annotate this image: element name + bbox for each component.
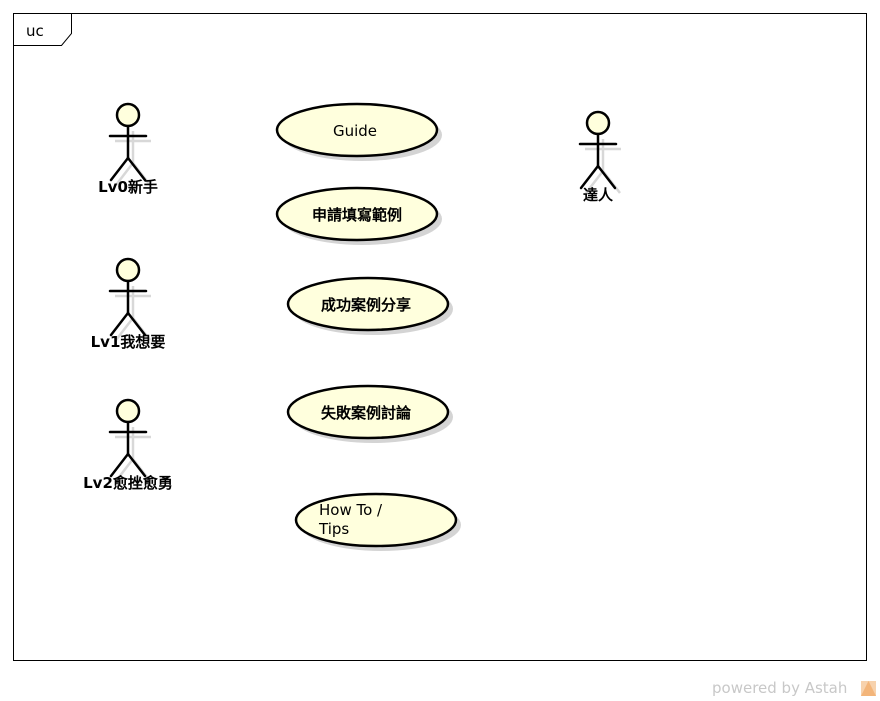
actor-left-leg	[109, 156, 130, 182]
actor-left-leg	[579, 164, 600, 190]
diagram-frame: uc	[13, 13, 867, 661]
actor-label: Lv0新手	[98, 178, 158, 196]
use-case-label: 申請填寫範例	[312, 206, 402, 224]
actor-lv1: Lv1我想要	[91, 257, 166, 351]
use-case-ellipse[interactable]	[294, 492, 458, 548]
actor-head	[115, 398, 141, 424]
actor-label: 達人	[583, 186, 614, 204]
actor-label: Lv1我想要	[91, 333, 166, 351]
actor-right-leg	[126, 311, 147, 337]
frame-border	[13, 13, 867, 661]
use-case-ellipse[interactable]	[286, 384, 450, 440]
use-case-label: Guide	[333, 122, 377, 140]
use-case-label: 失敗案例討論	[321, 404, 412, 422]
actor-lv2: Lv2愈挫愈勇	[83, 398, 173, 492]
frame-tab	[13, 13, 72, 46]
use-case-ellipse[interactable]	[275, 186, 439, 242]
actor-right-leg	[126, 452, 147, 478]
use-case-success[interactable]: 成功案例分享	[286, 276, 453, 335]
use-case-howto[interactable]: How To /Tips	[294, 492, 461, 551]
use-case-guide[interactable]: Guide	[275, 102, 442, 161]
frame-label: uc	[26, 22, 44, 40]
actor-right-leg	[596, 164, 617, 190]
actor-head	[115, 102, 141, 128]
use-case-ellipse[interactable]	[275, 102, 439, 158]
astah-logo-icon	[861, 681, 876, 696]
actor-head	[115, 257, 141, 283]
actor-right-leg	[126, 156, 147, 182]
actor-lv0: Lv0新手	[98, 102, 158, 196]
use-case-label: 成功案例分享	[321, 296, 411, 314]
use-case-ellipse[interactable]	[286, 276, 450, 332]
use-case-failure[interactable]: 失敗案例討論	[286, 384, 453, 443]
actor-left-leg	[109, 311, 130, 337]
watermark-text: powered by Astah	[712, 679, 847, 697]
use-case-label: How To /	[319, 501, 383, 519]
use-case-form[interactable]: 申請填寫範例	[275, 186, 442, 245]
watermark: powered by Astah	[712, 679, 876, 697]
actor-expert: 達人	[578, 110, 621, 204]
use-case-label: Tips	[318, 520, 349, 538]
actor-head	[585, 110, 611, 136]
actor-left-leg	[109, 452, 130, 478]
actors: Lv0新手 Lv1我想要 Lv2愈挫愈勇 達人	[83, 102, 621, 492]
actor-label: Lv2愈挫愈勇	[83, 474, 173, 492]
